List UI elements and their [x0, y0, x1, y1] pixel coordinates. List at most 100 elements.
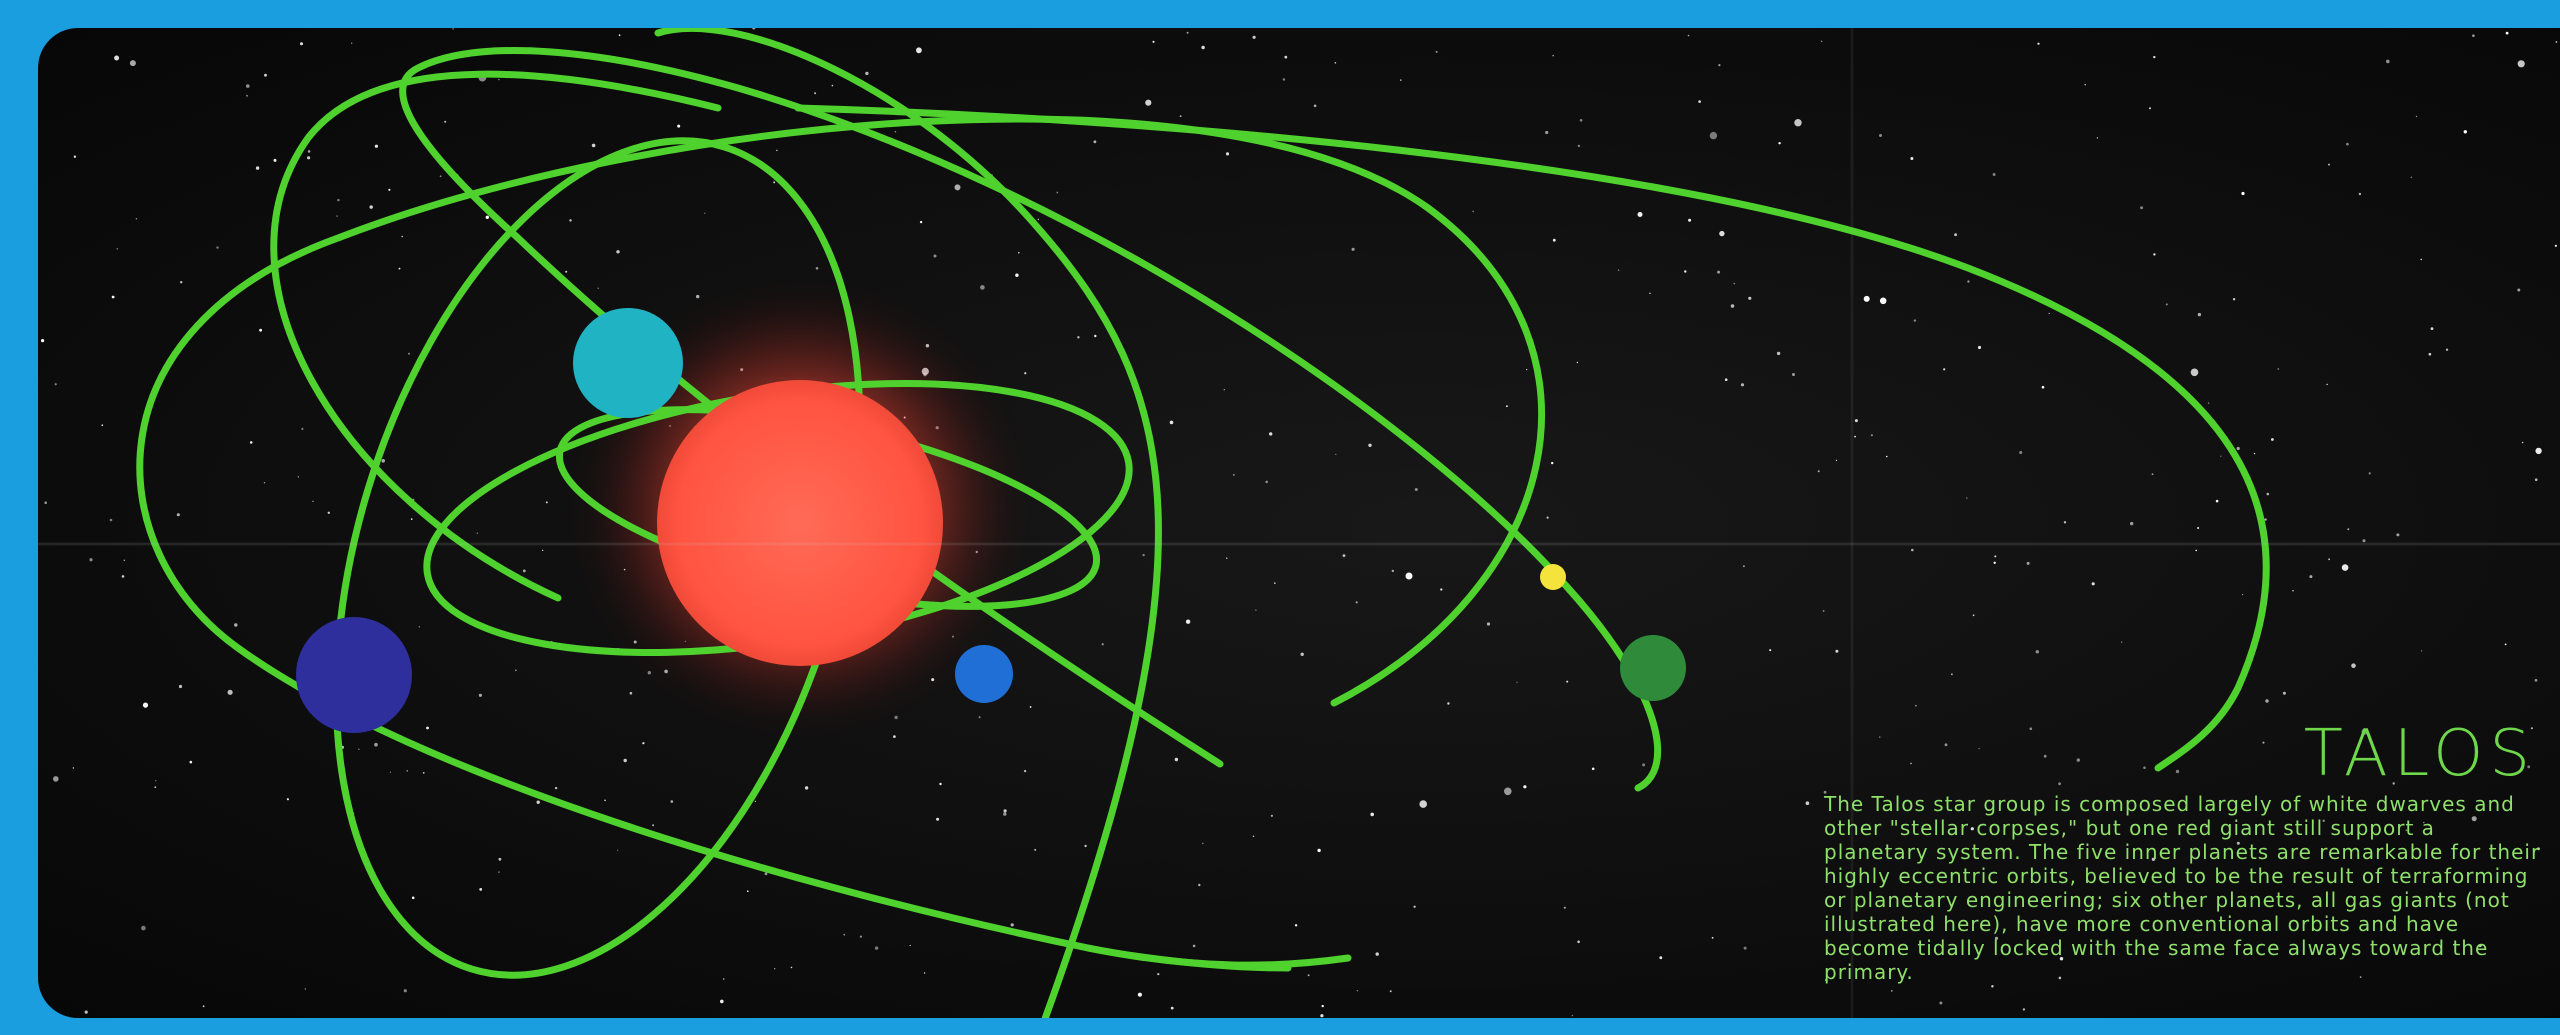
- star-dot: [1993, 561, 1996, 564]
- star-dot: [1414, 488, 1418, 491]
- star-dot: [259, 328, 262, 332]
- star-dot: [1637, 212, 1643, 217]
- star-dot: [1317, 848, 1321, 853]
- fold-crease-vertical: [1850, 28, 1854, 1018]
- star-dot: [1688, 218, 1692, 222]
- star-dot: [565, 270, 568, 273]
- star-dot: [1010, 923, 1014, 927]
- star-dot: [2265, 699, 2269, 703]
- star-dot: [234, 623, 238, 627]
- star-dot: [1642, 763, 1646, 767]
- star-dot: [1174, 757, 1179, 762]
- star-dot: [2309, 575, 2313, 579]
- star-dot: [2517, 60, 2525, 68]
- star-dot: [1179, 115, 1182, 117]
- star-dot: [1870, 434, 1873, 437]
- star-dot: [1186, 31, 1189, 34]
- star-dot: [2197, 312, 2202, 317]
- star-dot: [307, 156, 311, 160]
- star-dot: [498, 871, 500, 873]
- star-dot: [591, 143, 596, 148]
- star-dot: [2121, 641, 2123, 643]
- star-dot: [2445, 348, 2449, 351]
- star-dot: [444, 120, 447, 123]
- star-dot: [1805, 801, 1810, 805]
- star-dot: [410, 518, 413, 520]
- star-dot: [1335, 453, 1337, 455]
- star-dot: [2190, 368, 2199, 377]
- star-dot: [301, 427, 304, 430]
- star-dot: [2175, 769, 2180, 774]
- star-dot: [1551, 461, 1554, 465]
- star-dot: [1506, 405, 1508, 408]
- star-dot: [418, 626, 420, 628]
- star-dot: [1994, 555, 1997, 558]
- star-dot: [1778, 142, 1781, 145]
- star-dot: [2478, 944, 2482, 948]
- star-dot: [388, 188, 391, 191]
- star-dot: [44, 501, 47, 505]
- star-dot: [722, 978, 725, 980]
- star-dot: [909, 944, 911, 947]
- star-dot: [1854, 435, 1856, 438]
- star-dot: [398, 267, 401, 270]
- star-dot: [2153, 253, 2156, 256]
- star-dot: [1991, 985, 1994, 988]
- star-dot: [2076, 758, 2080, 762]
- star-dot: [2392, 782, 2395, 785]
- caption-title: TALOS: [2303, 717, 2536, 791]
- star-dot: [2041, 385, 2045, 389]
- star-dot: [2517, 288, 2521, 292]
- caption-body: The Talos star group is composed largely…: [1824, 792, 2541, 984]
- star-dot: [1776, 351, 1781, 356]
- star-dot: [1794, 119, 1802, 127]
- star-dot: [1939, 1001, 1943, 1005]
- star-dot: [2396, 533, 2400, 537]
- star-dot: [754, 800, 757, 803]
- star-dot: [109, 518, 113, 522]
- star-dot: [1954, 233, 1957, 237]
- star-dot: [178, 684, 183, 689]
- star-dot: [406, 770, 408, 772]
- star-dot: [1576, 361, 1579, 364]
- star-dot: [554, 786, 558, 790]
- star-dot: [1724, 378, 1728, 382]
- star-dot: [2415, 115, 2418, 118]
- star-dot: [476, 532, 478, 534]
- star-dot: [2029, 727, 2033, 730]
- star-dot: [2022, 1008, 2026, 1011]
- star-dot: [919, 220, 923, 224]
- star-dot: [1659, 956, 1663, 960]
- star-dot: [1943, 368, 1946, 371]
- star-dot: [351, 42, 353, 44]
- star-dot: [2091, 582, 2095, 586]
- star-dot: [1879, 736, 1881, 738]
- star-dot: [629, 691, 633, 695]
- star-dot: [2423, 821, 2425, 824]
- star-dot: [1546, 516, 1549, 519]
- star-dot: [542, 549, 544, 552]
- star-dot: [1023, 769, 1027, 773]
- star-dot: [1910, 157, 1914, 160]
- star-dot: [720, 999, 724, 1004]
- star-dot: [859, 935, 863, 938]
- star-dot: [1972, 614, 1975, 617]
- indigo-planet: [296, 617, 412, 733]
- star-dot: [408, 352, 410, 355]
- star-dot: [53, 776, 59, 782]
- star-dot: [804, 786, 809, 790]
- star-dot: [1003, 809, 1007, 813]
- star-dot: [916, 47, 922, 54]
- star-dot: [2096, 137, 2099, 139]
- star-dot: [774, 968, 776, 970]
- star-dot: [1911, 548, 1914, 552]
- star-dot: [1356, 990, 1359, 992]
- star-dot: [403, 989, 407, 993]
- star-dot: [498, 78, 500, 81]
- star-dot: [2271, 438, 2274, 441]
- star-dot: [411, 896, 415, 900]
- star-dot: [2232, 298, 2236, 301]
- star-dot: [2430, 327, 2434, 330]
- star-dot: [642, 742, 645, 745]
- star-dot: [374, 742, 378, 747]
